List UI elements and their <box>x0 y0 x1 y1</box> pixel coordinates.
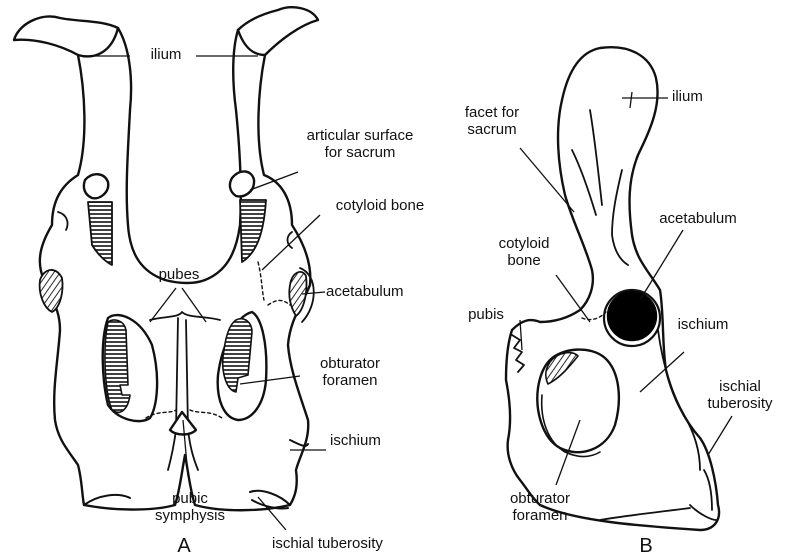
pelvis-outline-a <box>14 7 318 510</box>
label-ilium-a: ilium <box>138 46 194 63</box>
label-obturator-foramen-a: obturator foramen <box>300 355 400 389</box>
label-ilium-b: ilium <box>672 88 703 105</box>
label-pubes-a: pubes <box>150 266 208 283</box>
leader-acetabulum-b <box>640 230 683 300</box>
label-pubic-symphysis-a-line2: symphysis <box>150 507 230 524</box>
label-pubis-b: pubis <box>456 306 516 323</box>
label-ischial-tuberosity-a: ischial tuberosity <box>272 535 383 552</box>
label-ischium-a: ischium <box>330 432 381 449</box>
label-obturator-foramen-a-line2: foramen <box>300 372 400 389</box>
panel-a-pelvis <box>14 7 318 510</box>
label-pubic-symphysis-a-line1: pubic <box>150 490 230 507</box>
label-cotyloid-bone-b: cotyloid bone <box>484 235 564 269</box>
hipbone-outline-b <box>506 47 719 530</box>
label-articular-surface-a-line2: for sacrum <box>285 144 435 161</box>
label-facet-sacrum-b: facet for sacrum <box>452 104 532 138</box>
panel-letter-b: B <box>636 536 656 556</box>
label-facet-sacrum-b-line1: facet for <box>452 104 532 121</box>
label-articular-surface-a-line1: articular surface <box>285 127 435 144</box>
articular-surface-left <box>84 174 108 198</box>
label-obturator-foramen-b-line2: foramen <box>490 507 590 524</box>
label-pubic-symphysis-a: pubic symphysis <box>150 490 230 524</box>
label-ischial-tuberosity-b: ischial tuberosity <box>700 378 780 412</box>
leader-tuberosity-b <box>708 416 732 455</box>
obturator-hatch-left-a <box>105 320 130 412</box>
articular-surface-right <box>230 171 254 196</box>
label-acetabulum-a: acetabulum <box>326 283 404 300</box>
label-obturator-foramen-b-line1: obturator <box>490 490 590 507</box>
label-obturator-foramen-b: obturator foramen <box>490 490 590 524</box>
label-cotyloid-bone-b-line2: bone <box>484 252 564 269</box>
label-cotyloid-bone-b-line1: cotyloid <box>484 235 564 252</box>
label-articular-surface-a: articular surface for sacrum <box>285 127 435 161</box>
label-cotyloid-bone-a: cotyloid bone <box>320 197 440 214</box>
label-ischial-tuberosity-b-line2: tuberosity <box>700 395 780 412</box>
label-ischium-b: ischium <box>668 316 738 333</box>
panel-b-hipbone <box>506 47 719 530</box>
label-ischial-tuberosity-b-line1: ischial <box>700 378 780 395</box>
acetabulum-fossa-b <box>608 292 656 340</box>
label-obturator-foramen-a-line1: obturator <box>300 355 400 372</box>
panel-letter-a: A <box>174 536 194 556</box>
label-acetabulum-b: acetabulum <box>648 210 748 227</box>
label-facet-sacrum-b-line2: sacrum <box>452 121 532 138</box>
